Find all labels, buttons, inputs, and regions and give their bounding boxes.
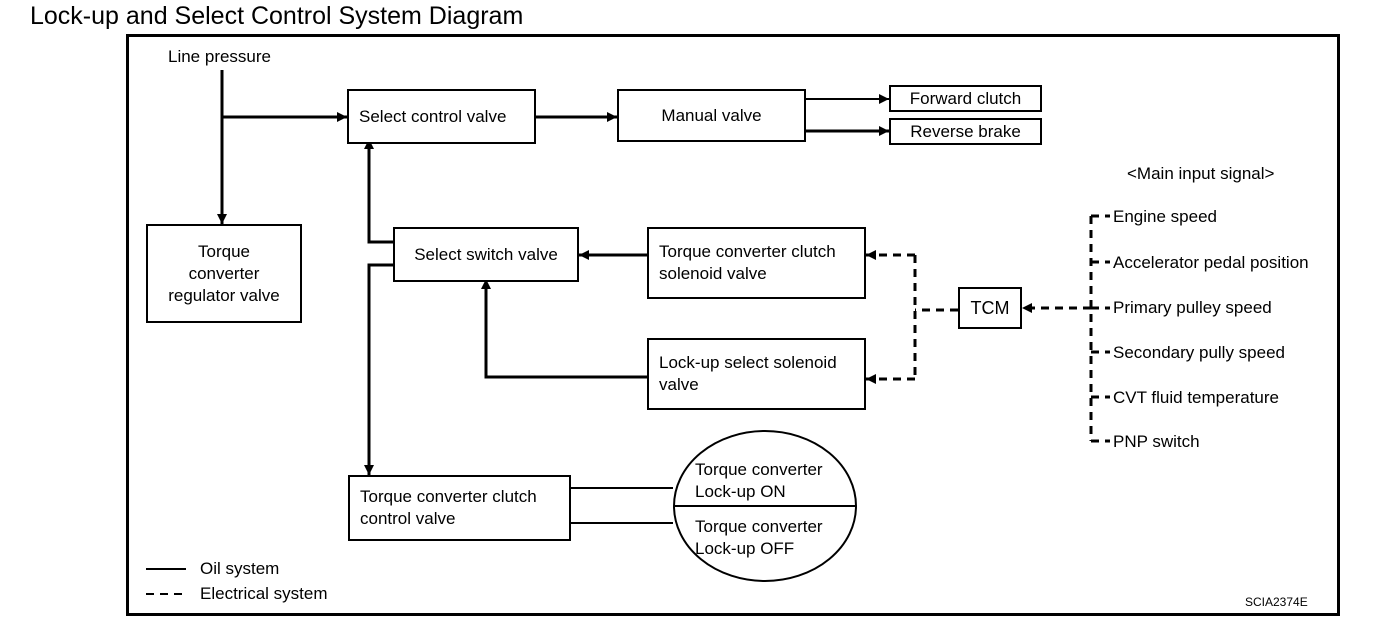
lockup-on-line2: Lock-up ON: [695, 482, 786, 501]
reverse-brake-label: Reverse brake: [910, 121, 1021, 141]
select-switch-valve-box: Select switch valve: [393, 227, 579, 282]
tcc-control-valve-label: Torque converter clutch control valve: [360, 487, 537, 528]
select-switch-to-tcc-control: [364, 263, 393, 475]
select-control-valve-label: Select control valve: [359, 106, 507, 126]
torque-converter-regulator-valve-box: Torque converter regulator valve: [146, 224, 302, 323]
signal-cvt-fluid-temperature: CVT fluid temperature: [1113, 388, 1279, 407]
tcc-solenoid-valve-box: Torque converter clutch solenoid valve: [647, 227, 866, 299]
legend-oil-system: Oil system: [200, 559, 280, 578]
tcc-control-valve-box: Torque converter clutch control valve: [348, 475, 571, 541]
signal-primary-pulley-speed: Primary pulley speed: [1113, 298, 1272, 317]
select-control-valve-box: Select control valve: [347, 89, 536, 144]
lockup-select-solenoid-valve-box: Lock-up select solenoid valve: [647, 338, 866, 410]
lockup-solenoid-to-select-switch: [481, 279, 647, 379]
manual-valve-label: Manual valve: [661, 105, 762, 125]
lockup-off-line2: Lock-up OFF: [695, 539, 795, 558]
reverse-brake-box: Reverse brake: [889, 118, 1042, 145]
tcc-solenoid-valve-label: Torque converter clutch solenoid valve: [659, 242, 836, 283]
figure-code: SCIA2374E: [1245, 595, 1308, 609]
forward-clutch-box: Forward clutch: [889, 85, 1042, 112]
select-switch-valve-label: Select switch valve: [414, 244, 558, 264]
lockup-off-line1: Torque converter: [695, 517, 823, 536]
manual-valve-box: Manual valve: [617, 89, 806, 142]
lockup-select-solenoid-valve-label: Lock-up select solenoid valve: [659, 353, 837, 394]
tcm-label: TCM: [970, 298, 1010, 318]
diagram-title: Lock-up and Select Control System Diagra…: [30, 2, 524, 30]
forward-clutch-label: Forward clutch: [909, 88, 1022, 108]
signal-engine-speed: Engine speed: [1113, 207, 1217, 226]
main-input-signal-heading: <Main input signal>: [1127, 164, 1275, 183]
select-switch-to-select-control: [364, 139, 393, 244]
diagram-frame: [126, 34, 1340, 616]
line-pressure-label: Line pressure: [168, 47, 272, 66]
signal-pnp-switch: PNP switch: [1113, 432, 1200, 451]
signal-secondary-pulley-speed: Secondary pully speed: [1113, 343, 1286, 362]
tcm-box: TCM: [958, 287, 1022, 329]
signal-accelerator-pedal-position: Accelerator pedal position: [1113, 253, 1309, 272]
legend-electrical-system: Electrical system: [200, 584, 328, 603]
torque-converter-regulator-valve-label: Torque converter regulator valve: [168, 241, 280, 305]
lockup-on-line1: Torque converter: [695, 460, 823, 479]
